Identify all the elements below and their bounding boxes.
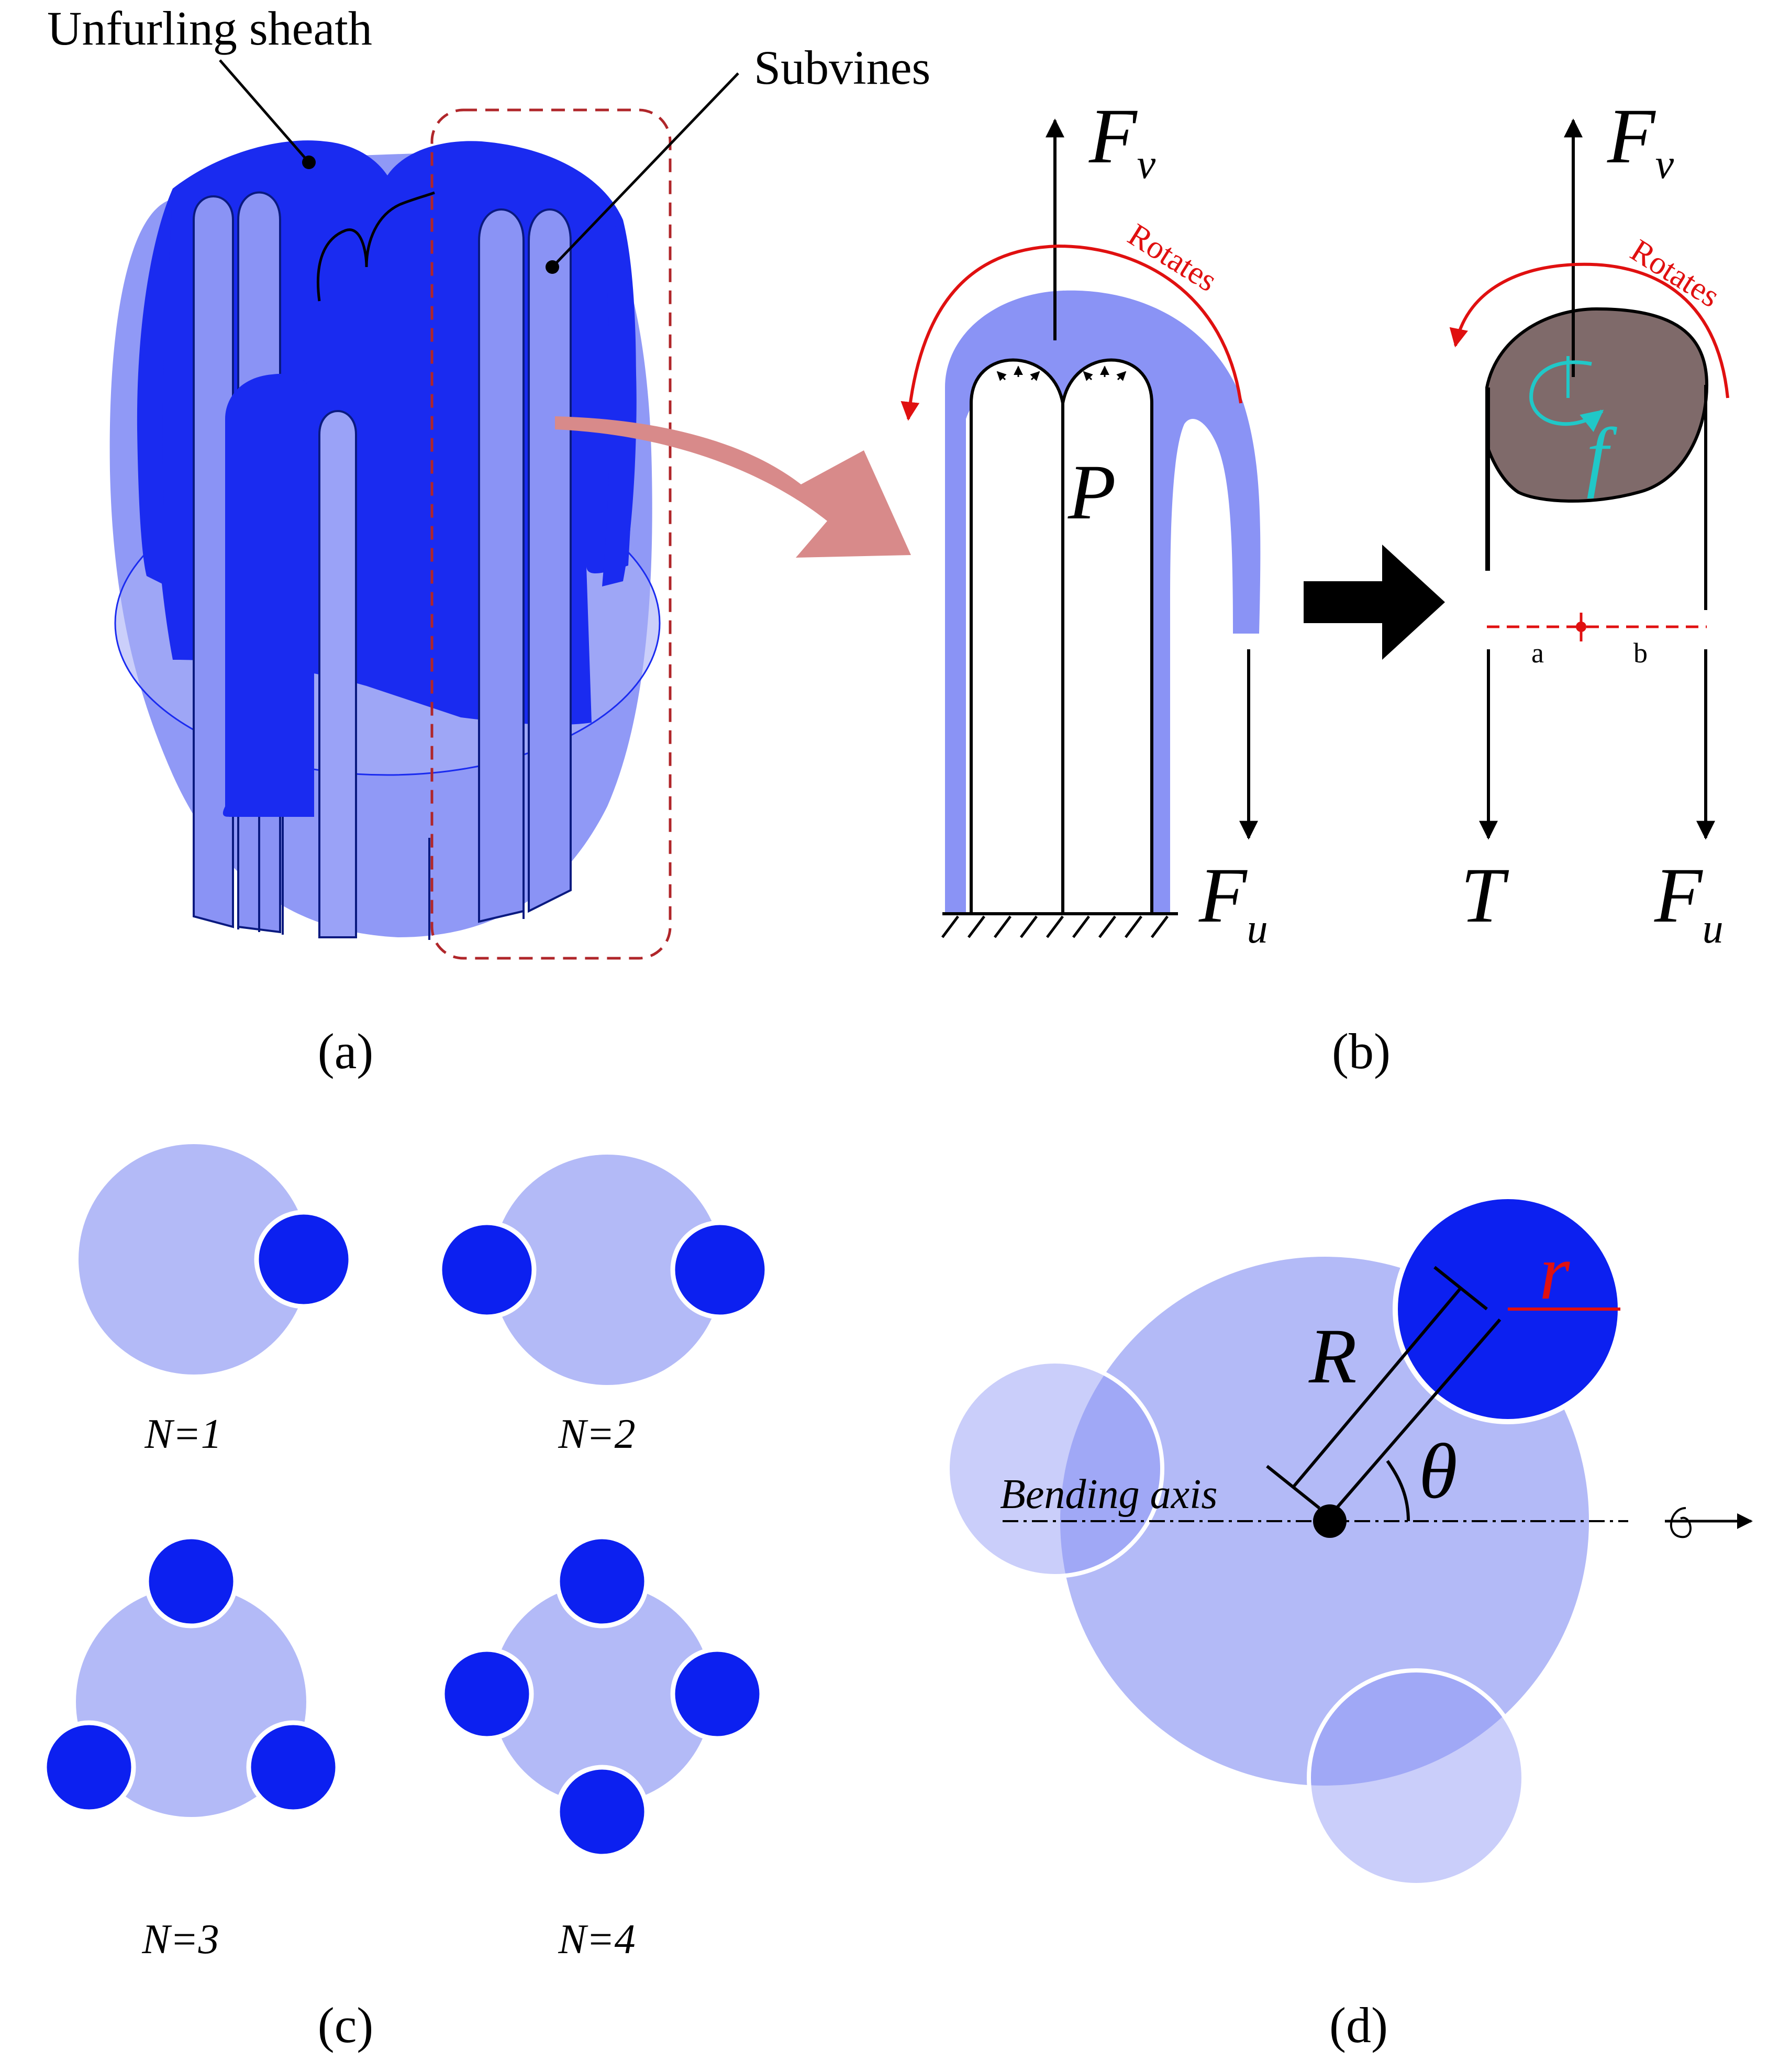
sheath-curl-lines bbox=[316, 191, 435, 302]
center-point bbox=[1313, 1504, 1347, 1538]
subvines-leader-line bbox=[551, 72, 739, 268]
sheath-callout-label: Unfurling sheath bbox=[47, 2, 372, 55]
big-radius-label: R bbox=[1308, 1313, 1357, 1400]
big-radius-tick-outer bbox=[1433, 1266, 1488, 1311]
tension-label: T bbox=[1461, 852, 1509, 939]
small-radius-label: r bbox=[1539, 1229, 1570, 1316]
transition-arrow bbox=[555, 416, 911, 558]
angle-arc bbox=[1386, 1460, 1410, 1522]
sheath-right-fold bbox=[602, 204, 637, 586]
pressure-label: P bbox=[1068, 449, 1116, 536]
friction-rotation-arrow bbox=[1529, 360, 1604, 432]
label-n4: N=4 bbox=[558, 1916, 635, 1963]
config-n1: N=1 bbox=[79, 1144, 353, 1457]
big-radius-tick-inner bbox=[1266, 1465, 1320, 1510]
step-arrow bbox=[1304, 545, 1445, 660]
panel-a: Unfurling sheath Subvines (a) bbox=[47, 2, 930, 1079]
fv-label-right: Fv bbox=[1607, 93, 1674, 187]
config-n4: N=4 bbox=[440, 1534, 764, 1963]
rotates-label-left: Rotates bbox=[1122, 217, 1224, 298]
subvine-seam-lines bbox=[237, 785, 525, 940]
pivot-point bbox=[1576, 622, 1586, 632]
subvine-highlight-box bbox=[430, 108, 672, 960]
label-n2: N=2 bbox=[558, 1411, 635, 1457]
config-n2: N=2 bbox=[437, 1155, 770, 1457]
sheath-leader-dot bbox=[302, 156, 316, 169]
sheath-leader-line bbox=[219, 59, 310, 163]
bending-axis-label: Bending axis bbox=[1000, 1471, 1217, 1517]
arm-b-label: b bbox=[1633, 637, 1648, 669]
front-subvine bbox=[223, 373, 314, 817]
front-subvine-stripe bbox=[318, 410, 357, 938]
panel-b-left: Fv Fu P Rotates bbox=[900, 93, 1445, 952]
angle-label: θ bbox=[1419, 1428, 1458, 1515]
caption-b: (b) bbox=[1332, 1023, 1391, 1079]
subvines-leader-dot bbox=[546, 260, 559, 274]
ground-hatching bbox=[941, 915, 1169, 938]
caption-a: (a) bbox=[318, 1023, 374, 1079]
fu-label-left: Fu bbox=[1198, 852, 1268, 952]
rotation-arrow-right bbox=[1449, 262, 1729, 398]
panel-c: N=1 N=2 N=3 N=4 (c) bbox=[42, 1144, 770, 2053]
everting-tip-cross-section bbox=[945, 290, 1261, 914]
ghost-subvine-left bbox=[946, 1359, 1164, 1578]
sheath-left-fold bbox=[137, 189, 173, 586]
rotation-arrow-left bbox=[900, 244, 1242, 421]
axis-rotation-icon bbox=[1670, 1507, 1692, 1538]
subvine-stripes-right bbox=[478, 208, 572, 923]
ghost-subvine-bottom bbox=[1307, 1668, 1526, 1887]
pressure-arrows bbox=[996, 365, 1127, 381]
big-radius-dimension bbox=[1292, 1287, 1462, 1488]
label-n1: N=1 bbox=[144, 1411, 221, 1457]
caption-d: (d) bbox=[1329, 1997, 1388, 2053]
caption-c: (c) bbox=[318, 1997, 374, 2053]
arm-a-label: a bbox=[1531, 637, 1544, 669]
label-n3: N=3 bbox=[141, 1916, 219, 1963]
panel-d: r R θ Bending axis (d) bbox=[946, 1194, 1753, 2053]
fv-label-left: Fv bbox=[1088, 93, 1156, 187]
config-n3: N=3 bbox=[42, 1534, 340, 1963]
fu-label-right: Fu bbox=[1654, 852, 1724, 952]
center-to-subvine-line bbox=[1328, 1318, 1502, 1517]
panel-b-right: a b Fv T Fu f Rotates (b) bbox=[1332, 93, 1729, 1079]
subvines-callout-label: Subvines bbox=[754, 41, 930, 94]
